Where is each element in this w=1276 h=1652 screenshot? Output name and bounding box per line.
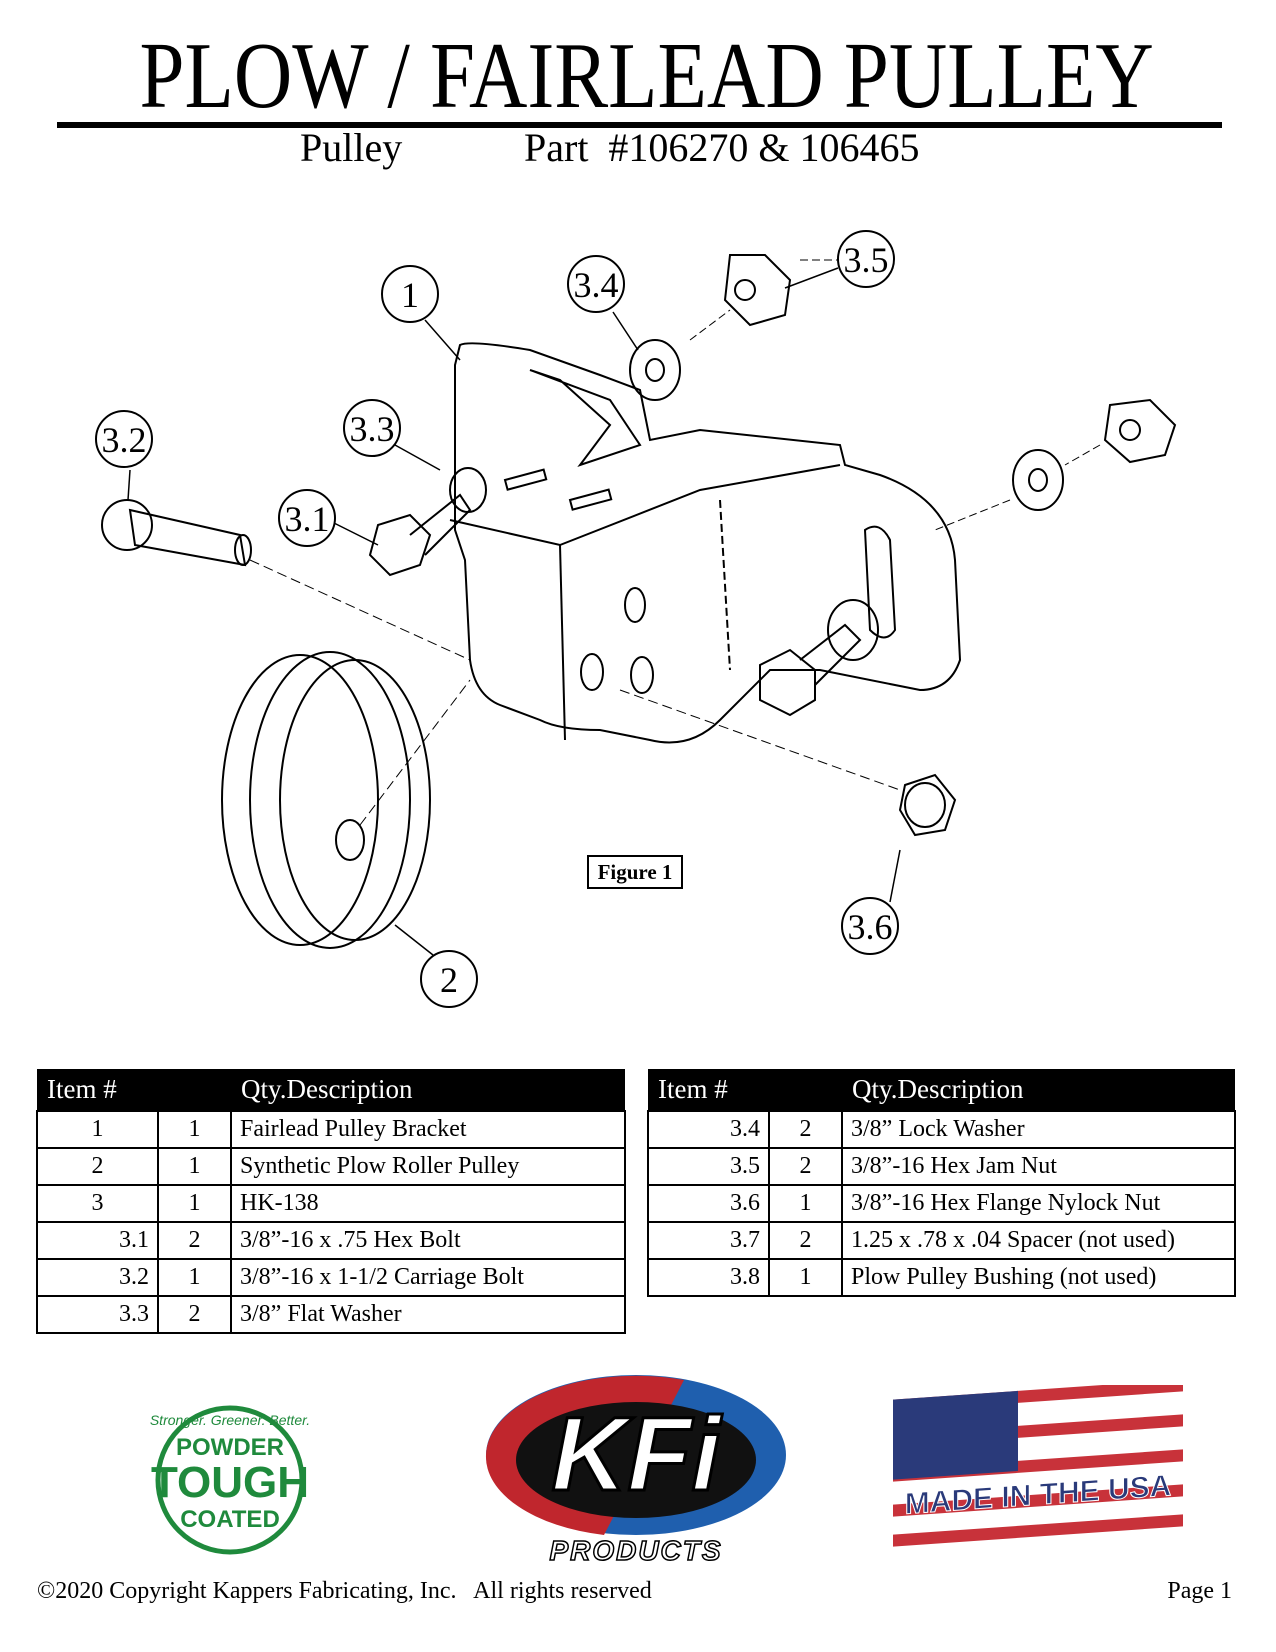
callout-label: 3.3 bbox=[350, 409, 395, 449]
item-number: 3.7 bbox=[647, 1221, 770, 1260]
item-number: 3.5 bbox=[647, 1147, 770, 1186]
callout-2: 2 bbox=[420, 950, 478, 1008]
kfi-products-logo: KFi PRODUCTS bbox=[485, 1375, 786, 1567]
description: 3/8”-16 x 1-1/2 Carriage Bolt bbox=[230, 1258, 626, 1297]
callout-3-6: 3.6 bbox=[841, 897, 899, 955]
quantity: 2 bbox=[768, 1221, 843, 1260]
svg-text:TOUGH: TOUGH bbox=[151, 1458, 309, 1507]
page-title: PLOW / FAIRLEAD PULLEY bbox=[57, 24, 1222, 128]
copyright-text: ©2020 Copyright Kappers Fabricating, Inc… bbox=[37, 1578, 652, 1604]
callout-label: 3.1 bbox=[285, 499, 330, 539]
description: 3/8” Flat Washer bbox=[230, 1295, 626, 1334]
callout-label: 3.6 bbox=[848, 907, 893, 947]
svg-text:POWDER: POWDER bbox=[176, 1434, 284, 1461]
bracket-drawing bbox=[449, 342, 962, 744]
exploded-diagram: 1 3.4 3.5 3.3 3.2 3.1 2 3.6 bbox=[95, 230, 1177, 1008]
callout-3-2: 3.2 bbox=[95, 410, 153, 468]
svg-text:Stronger. Greener. Better.: Stronger. Greener. Better. bbox=[150, 1412, 310, 1428]
hardware-drawing bbox=[101, 254, 1177, 837]
quantity: 1 bbox=[157, 1184, 232, 1223]
callout-3-3: 3.3 bbox=[343, 399, 401, 457]
item-number: 3.2 bbox=[36, 1258, 159, 1297]
quantity: 2 bbox=[768, 1110, 843, 1149]
description: 3/8” Lock Washer bbox=[841, 1110, 1236, 1149]
description: 3/8”-16 x .75 Hex Bolt bbox=[230, 1221, 626, 1260]
subtitle-part-number: Part #106270 & 106465 bbox=[524, 125, 920, 170]
description: Plow Pulley Bushing (not used) bbox=[841, 1258, 1236, 1297]
powder-tough-coated-logo: Stronger. Greener. Better. POWDER TOUGH … bbox=[150, 1405, 310, 1555]
description: 1.25 x .78 x .04 Spacer (not used) bbox=[841, 1221, 1236, 1260]
item-number: 1 bbox=[36, 1110, 159, 1149]
pulley-drawing bbox=[221, 651, 471, 949]
quantity: 1 bbox=[157, 1258, 232, 1297]
description: Synthetic Plow Roller Pulley bbox=[230, 1147, 626, 1186]
callout-label: 3.2 bbox=[102, 420, 147, 460]
quantity: 2 bbox=[157, 1295, 232, 1334]
item-number: 3.6 bbox=[647, 1184, 770, 1223]
figure-label: Figure 1 bbox=[587, 855, 683, 889]
item-number: 3.4 bbox=[647, 1110, 770, 1149]
callout-3-1: 3.1 bbox=[278, 489, 336, 547]
callout-label: 2 bbox=[440, 960, 458, 1000]
svg-text:COATED: COATED bbox=[180, 1506, 280, 1533]
item-number: 3.8 bbox=[647, 1258, 770, 1297]
item-number: 3 bbox=[36, 1184, 159, 1223]
description: 3/8”-16 Hex Jam Nut bbox=[841, 1147, 1236, 1186]
item-number: 2 bbox=[36, 1147, 159, 1186]
quantity: 1 bbox=[768, 1184, 843, 1223]
quantity: 1 bbox=[157, 1110, 232, 1149]
header-item: Item # bbox=[37, 1069, 231, 1111]
quantity: 1 bbox=[768, 1258, 843, 1297]
header-qty-description: Qty.Description bbox=[231, 1069, 625, 1111]
callout-3-4: 3.4 bbox=[567, 255, 625, 313]
callout-label: 1 bbox=[401, 275, 419, 315]
header-qty-description: Qty.Description bbox=[842, 1069, 1235, 1111]
callout-label: 3.4 bbox=[574, 265, 619, 305]
item-number: 3.1 bbox=[36, 1221, 159, 1260]
made-in-usa-flag-logo: MADE IN THE USA bbox=[893, 1385, 1183, 1550]
svg-text:PRODUCTS: PRODUCTS bbox=[549, 1535, 722, 1566]
title-text: PLOW / FAIRLEAD PULLEY bbox=[139, 24, 1154, 128]
header-item: Item # bbox=[648, 1069, 842, 1111]
quantity: 1 bbox=[157, 1147, 232, 1186]
description: 3/8”-16 Hex Flange Nylock Nut bbox=[841, 1184, 1236, 1223]
subtitle-product: Pulley bbox=[300, 125, 403, 170]
page-number: Page 1 bbox=[1167, 1578, 1232, 1604]
quantity: 2 bbox=[768, 1147, 843, 1186]
quantity: 2 bbox=[157, 1221, 232, 1260]
svg-text:KFi: KFi bbox=[551, 1396, 722, 1513]
callout-3-5: 3.5 bbox=[837, 230, 895, 288]
callout-label: 3.5 bbox=[844, 240, 889, 280]
item-number: 3.3 bbox=[36, 1295, 159, 1334]
callout-leaders bbox=[127, 267, 901, 956]
description: Fairlead Pulley Bracket bbox=[230, 1110, 626, 1149]
description: HK-138 bbox=[230, 1184, 626, 1223]
callout-1: 1 bbox=[381, 265, 439, 323]
callouts: 1 3.4 3.5 3.3 3.2 3.1 2 3.6 bbox=[95, 230, 899, 1008]
